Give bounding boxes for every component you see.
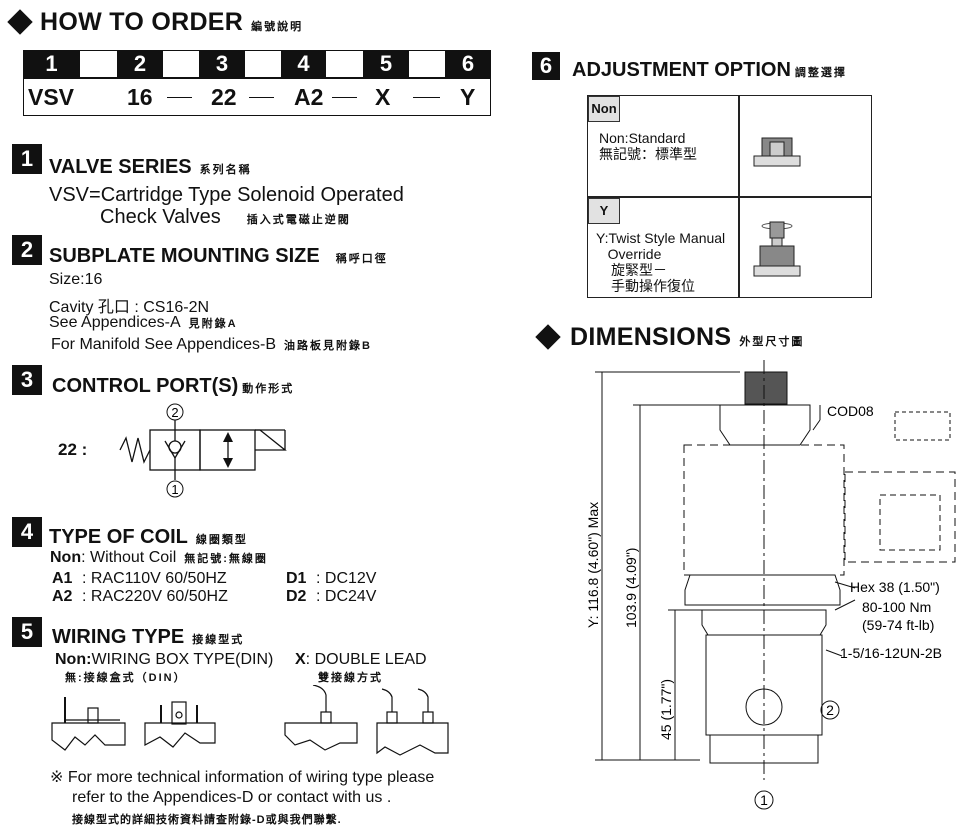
coil-a2: A2: RAC220V 60/50HZ	[52, 588, 228, 605]
body-height-label: 103.9 (4.09")	[623, 548, 639, 628]
section-badge-3: 3	[12, 365, 42, 395]
twist-override-icon	[753, 221, 801, 277]
order-code-table	[23, 50, 491, 116]
order-pos-1: 1	[23, 50, 80, 78]
standard-adjust-icon	[753, 137, 801, 167]
coil-d1: D1: DC12V	[286, 570, 377, 587]
order-pos-6: 6	[445, 50, 491, 78]
control-code: 22 :	[58, 440, 88, 459]
total-height-label: Y: 116.8 (4.60") Max	[585, 502, 601, 628]
hex-label: Hex 38 (1.50")	[850, 579, 940, 595]
wiring-note-2: refer to the Appendices-D or contact wit…	[72, 789, 392, 806]
wiring-note-1: ※ For more technical information of wiri…	[50, 769, 435, 786]
diamond-bullet-icon	[7, 9, 33, 35]
wiring-x: X: DOUBLE LEAD	[295, 651, 427, 668]
dim-port-1: 1	[760, 792, 768, 808]
hydraulic-symbol: 2 1	[119, 403, 287, 498]
section-badge-2: 2	[12, 235, 42, 265]
coil-a1: A1: RAC110V 60/50HZ	[52, 570, 227, 587]
order-val-port: 22	[211, 84, 237, 110]
order-val-wiring: X	[375, 84, 391, 110]
size-text: Size:16	[49, 271, 103, 288]
wiring-non-zh: 無:接線盒式（DIN）	[65, 672, 187, 684]
dim-port-2: 2	[826, 702, 834, 718]
order-val-size: 16	[127, 84, 153, 110]
diamond-bullet-icon	[535, 324, 561, 350]
wiring-non: Non:WIRING BOX TYPE(DIN)	[55, 651, 274, 668]
port-2-label: 2	[171, 405, 178, 420]
order-val-series: VSV	[28, 84, 75, 110]
lower-height-label: 45 (1.77")	[658, 679, 674, 740]
order-val-coil: A2	[294, 84, 324, 110]
thread-label: 1-5/16-12UN-2B	[840, 645, 942, 661]
section-badge-5: 5	[12, 617, 42, 647]
order-pos-2: 2	[117, 50, 163, 78]
wiring-illustrations	[51, 685, 449, 756]
order-pos-4: 4	[281, 50, 326, 78]
coil-code-label: COD08	[827, 403, 874, 419]
wiring-x-zh: 雙接線方式	[318, 672, 383, 684]
order-val-adjust: Y	[460, 84, 476, 110]
order-pos-5: 5	[363, 50, 409, 78]
wiring-note-zh: 接線型式的詳細技術資料請查附錄-D或與我們聯繫.	[72, 814, 342, 826]
torque-label-2: (59-74 ft-lb)	[862, 617, 934, 633]
port-1-label: 1	[171, 482, 178, 497]
dimension-drawing: COD08 Hex 38 (1.50") 80-100 Nm (59-74 ft…	[585, 360, 956, 810]
section-badge-6: 6	[532, 52, 560, 80]
option-tag-y: Y	[588, 198, 620, 224]
valve-series-desc: VSV=Cartridge Type Solenoid Operated	[49, 184, 404, 206]
section-badge-1: 1	[12, 144, 42, 174]
control-port-heading: CONTROL PORT(S)動作形式	[52, 375, 295, 397]
coil-d2: D2: DC24V	[286, 588, 377, 605]
torque-label-1: 80-100 Nm	[862, 599, 931, 615]
order-pos-3: 3	[199, 50, 245, 78]
section-badge-4: 4	[12, 517, 42, 547]
cavity-text: Cavity 孔口 : CS16-2N	[49, 299, 210, 316]
option-tag-non: Non	[588, 96, 620, 122]
